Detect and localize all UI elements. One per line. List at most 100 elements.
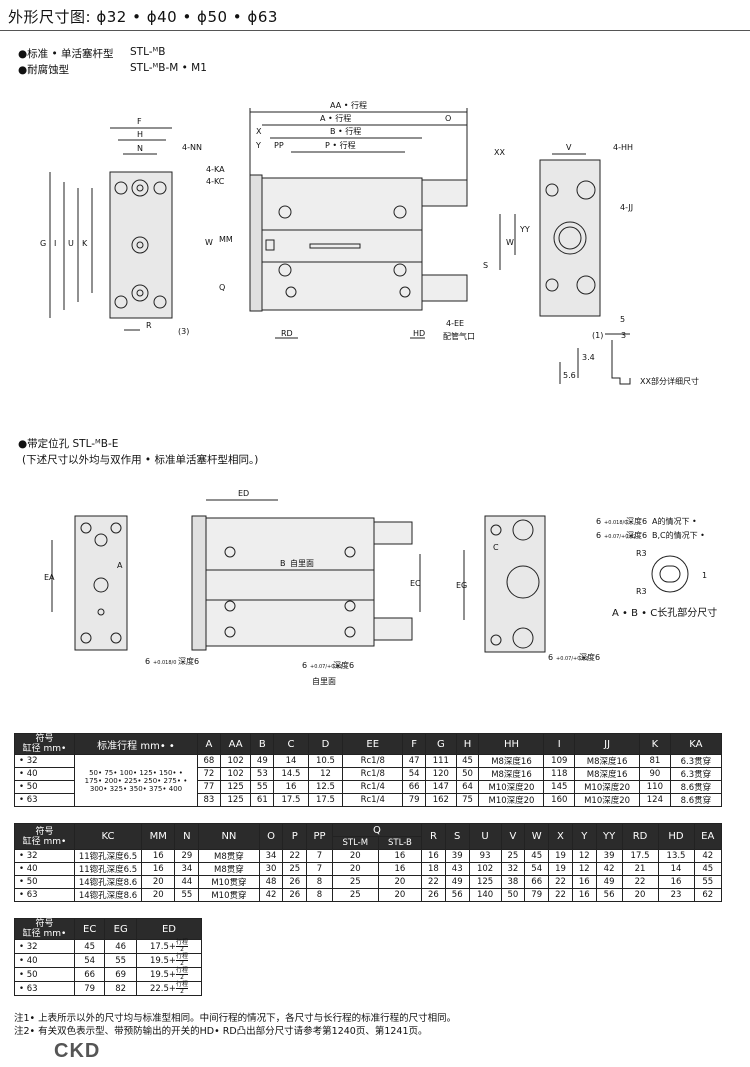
top-technical-drawing: F H N 4-NN G I U K R (3) AA • 行程 A • 行程 … [40,100,699,386]
dim-XX: XX [494,148,505,157]
dim-5-6: 5.6 [563,371,576,380]
dim-HD: HD [413,329,425,338]
dim-5: 5 [620,315,625,324]
depth-spec-5: 深度6 [626,530,647,540]
dim-KC: 4-KC [206,177,225,186]
bore-cell: • 32 [14,754,75,768]
dim-G: G [40,239,46,248]
dim-N: N [137,144,143,153]
hole-spec-3: 6 [548,653,553,662]
dim-3-4: 3.4 [582,353,595,362]
dim-B: B • 行程 [330,126,361,136]
back-face-2: 自里面 [312,676,336,686]
hole-tol-3: +0.07/+0.02 [556,656,588,662]
stroke-cell: 50• 75• 100• 125• 150• •175• 200• 225• 2… [74,754,198,807]
dim-r3: (3) [178,327,189,336]
dim-W: W [205,238,213,247]
spec-table-2: 符号缸径 mm• KC MM N NN O P PP Q R S U V W X… [14,823,722,902]
table1-col: A [197,733,221,755]
table1-col: JJ [574,733,641,755]
depth-spec-3: 深度6 [579,652,600,662]
label-C: C [493,543,499,552]
dim-HH: 4-HH [613,143,633,152]
hole-tol-2: +0.07/+0.02 [310,664,342,670]
table1-col: H [455,733,480,755]
bore-cell: • 50 [14,780,75,794]
table1-col: B [250,733,275,755]
variant-cor-model: STL-ᴹB-M • M1 [130,62,207,74]
table1-col: AA [219,733,252,755]
table-row: • 32 50• 75• 100• 125• 150• •175• 200• 2… [14,754,723,807]
spec-table-1: 符号缸径 mm• 标准行程 mm• • A AA B C D EE F G H … [14,733,723,807]
hole-tol-4: +0.018/0 [604,520,627,526]
dim-one: 1 [702,571,707,580]
label-B: B [280,559,286,568]
dim-X: X [256,127,262,136]
table1-col: G [425,733,457,755]
locating-technical-drawing: ED EA EC EG A B 自里面 C 6 +0.018/0 深度6 6 +… [44,489,717,686]
dim-R3-b: R3 [636,587,647,596]
depth-spec-4: 深度6 [626,516,647,526]
dim-H: H [137,130,143,139]
dim-YY: YY [519,225,530,234]
case-a: A的情况下 • [652,516,697,526]
hole-spec-2: 6 [302,661,307,670]
dim-3: 3 [621,331,626,340]
variant-std-label: ●标准 • 单活塞杆型 [18,48,114,60]
abc-detail-label: A • B • C长孔部分尺寸 [612,606,717,619]
hole-spec-1: 6 [145,657,150,666]
dim-PP: PP [274,141,284,150]
depth-spec-2: 深度6 [333,660,354,670]
dim-V: V [566,143,572,152]
dim-KA: 4-KA [206,165,225,174]
title-divider [0,30,750,31]
dim-S: S [483,261,488,270]
dim-JJ: 4-JJ [620,203,633,212]
variant-std-model: STL-ᴹB [130,46,166,58]
table1-col: HH [478,733,545,755]
dim-F: F [137,117,142,126]
table1-col: EE [342,733,404,755]
back-face-1: 自里面 [290,558,314,568]
page-title: 外形尺寸图: ϕ32 • ϕ40 • ϕ50 • ϕ63 [8,8,278,26]
hole-tol-1: +0.018/0 [153,660,176,666]
dim-Y: Y [255,141,261,150]
note-2: 注2• 有关双色表示型、带预防输出的开关的HD• RD凸出部分尺寸请参考第124… [14,1026,428,1037]
dim-I: I [54,239,56,248]
dim-U: U [68,239,74,248]
dim-EE: 4-EE [446,319,464,328]
dim-NN: 4-NN [182,143,202,152]
dim-P: P • 行程 [325,140,356,150]
table1-col: K [639,733,671,755]
hole-tol-5: +0.07/+0.02 [604,534,636,540]
depth-spec-1: 深度6 [178,656,199,666]
table1-header-corner: 符号缸径 mm• [14,733,75,755]
bore-cell: • 40 [14,767,75,781]
dim-O: O [445,114,451,123]
table2-header-corner: 符号缸径 mm• [14,823,75,850]
dim-R: R [146,321,152,330]
dim-Q: Q [219,283,225,292]
dim-EG: EG [456,581,467,590]
locating-heading: ●带定位孔 STL-ᴹB-E [18,438,119,450]
table1-col: D [307,733,344,755]
dim-AA: AA • 行程 [330,100,367,110]
table3-header-corner: 符号缸径 mm• [14,918,75,940]
dim-1: (1) [592,331,603,340]
table1-col: I [543,733,576,755]
dim-A: A • 行程 [320,113,351,123]
variant-cor-label: ●耐腐蚀型 [18,64,70,76]
hole-spec-4: 6 [596,517,601,526]
dim-ED: ED [238,489,249,498]
dim-R3-a: R3 [636,549,647,558]
hole-spec-5: 6 [596,531,601,540]
